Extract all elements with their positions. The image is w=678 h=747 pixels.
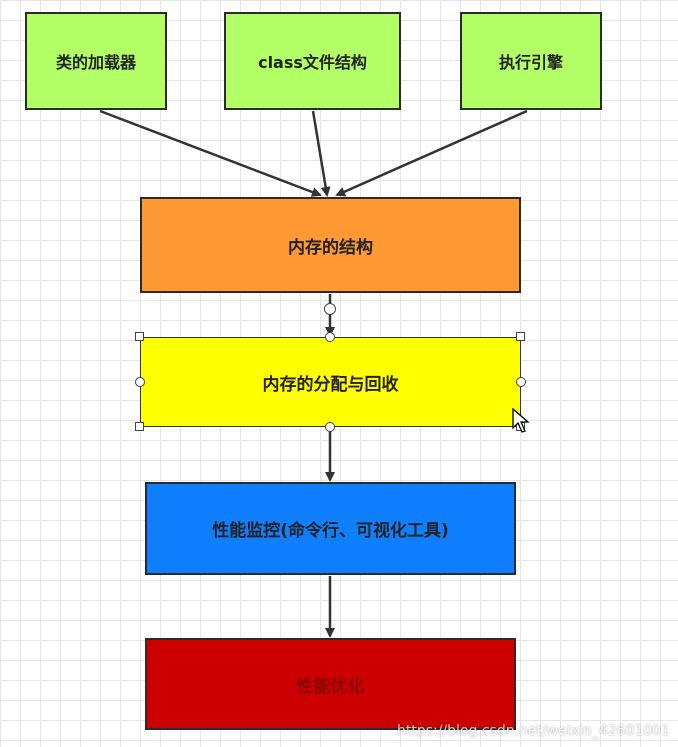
node-execution-engine-label: 执行引擎 — [498, 53, 563, 72]
mouse-cursor-icon — [512, 408, 530, 433]
node-class-loader-label: 类的加载器 — [55, 53, 136, 72]
edge-classloader-to-memstruct[interactable] — [99, 109, 322, 197]
node-class-file-structure[interactable]: class文件结构 — [224, 12, 401, 110]
node-class-file-structure-label: class文件结构 — [258, 53, 367, 72]
node-performance-tuning-label: 性能优化 — [296, 676, 365, 697]
node-memory-allocation[interactable]: 内存的分配与回收 — [140, 337, 521, 427]
watermark-text: https://blog.csdn.net/weixin_42601001 — [396, 723, 670, 739]
node-performance-monitoring[interactable]: 性能监控(命令行、可视化工具) — [145, 482, 516, 575]
node-performance-tuning[interactable]: 性能优化 — [145, 638, 516, 730]
resize-handle-top-left[interactable] — [135, 332, 144, 341]
resize-handle-top-right[interactable] — [516, 332, 525, 341]
connection-point-memstruct-bottom[interactable] — [324, 303, 336, 315]
edge-engine-to-memstruct[interactable] — [335, 109, 528, 197]
resize-handle-bottom-left[interactable] — [135, 422, 144, 431]
connection-point-right[interactable] — [516, 377, 526, 387]
connection-point-top[interactable] — [325, 332, 335, 342]
edge-classfile-to-memstruct[interactable] — [311, 110, 331, 197]
node-performance-monitoring-label: 性能监控(命令行、可视化工具) — [212, 521, 449, 541]
connection-point-bottom[interactable] — [325, 422, 335, 432]
connection-point-left[interactable] — [135, 377, 145, 387]
node-class-loader[interactable]: 类的加载器 — [25, 12, 167, 110]
node-execution-engine[interactable]: 执行引擎 — [460, 12, 602, 110]
node-memory-structure-label: 内存的结构 — [288, 237, 373, 258]
node-memory-structure[interactable]: 内存的结构 — [140, 197, 521, 293]
node-memory-allocation-label: 内存的分配与回收 — [262, 374, 399, 395]
